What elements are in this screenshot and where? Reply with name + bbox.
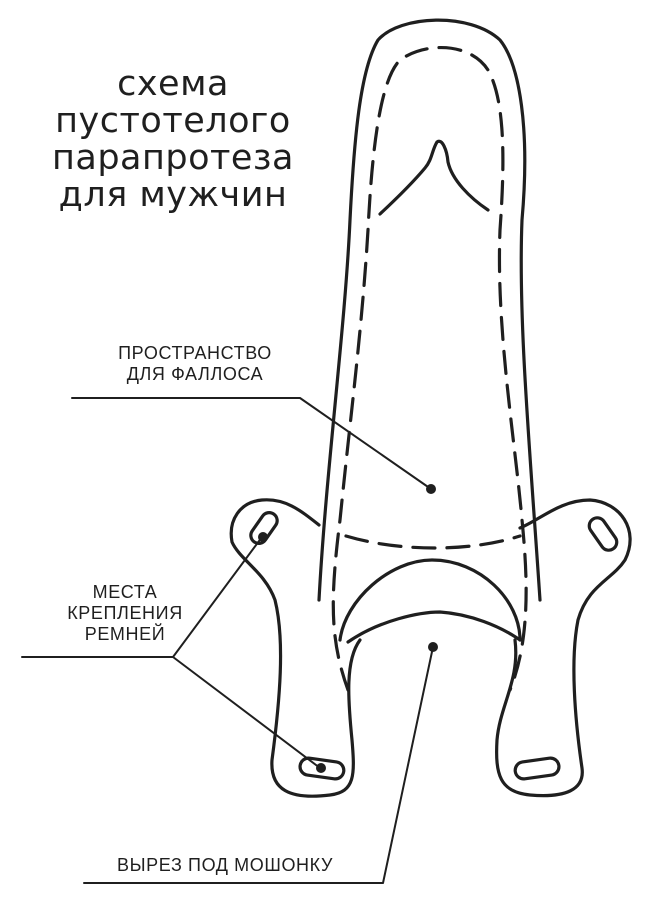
label-strap-points-line-1: МЕСТА (92, 582, 158, 602)
glans-ridge (378, 139, 490, 216)
label-phallus-space: ПРОСТРАНСТВО ДЛЯ ФАЛЛОСА (100, 343, 290, 385)
marker-scrotum-cutout (428, 642, 438, 652)
strap-slot-top-right (587, 516, 619, 552)
cutout-arch-outer (338, 558, 522, 642)
strap-slot-top-left (249, 511, 279, 545)
label-strap-points-line-3: РЕМНЕЙ (84, 624, 166, 644)
cutout-arch-inner (346, 610, 522, 644)
title-line-4: для мужчин (58, 175, 288, 215)
label-scrotum-cutout: ВЫРЕЗ ПОД МОШОНКУ (117, 855, 333, 875)
diagram-title: схема пустотелого парапротеза для мужчин (20, 66, 326, 214)
base-dashed-line (344, 534, 522, 550)
marker-strap-bottom (316, 763, 326, 773)
marker-strap-top (258, 532, 268, 542)
label-strap-points: МЕСТА КРЕПЛЕНИЯ РЕМНЕЙ (50, 582, 200, 645)
label-phallus-space-line-1: ПРОСТРАНСТВО (118, 343, 272, 363)
strap-slot-bottom-right (513, 756, 561, 781)
strap-slot-bottom-left (298, 756, 346, 781)
right-flange (495, 498, 632, 798)
leader-phallus-space (71, 397, 432, 490)
label-phallus-space-line-2: ДЛЯ ФАЛЛОСА (126, 364, 264, 384)
title-line-1: схема (117, 64, 229, 104)
marker-phallus-space (426, 484, 436, 494)
label-strap-points-line-2: КРЕПЛЕНИЯ (67, 603, 183, 623)
inner-dashed-contour (331, 45, 528, 692)
title-line-3: парапротеза (52, 138, 294, 178)
leader-straps-bottom (172, 656, 321, 769)
shaft-outline (317, 18, 542, 602)
left-flange (229, 498, 362, 798)
title-line-2: пустотелого (55, 101, 291, 141)
leader-scrotum-cutout (83, 646, 434, 884)
